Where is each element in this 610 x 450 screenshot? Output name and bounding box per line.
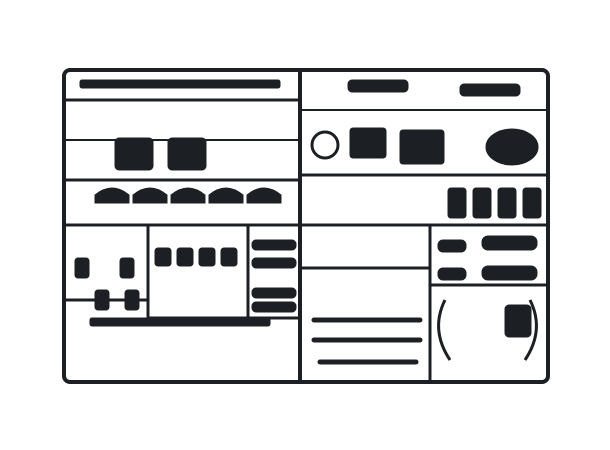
leaf-spring-part (251, 257, 297, 269)
battery-part (472, 187, 492, 219)
fuel-tank-part (167, 137, 207, 171)
seat-part (485, 128, 539, 166)
hub-part (119, 257, 135, 279)
link-rod-part (311, 317, 423, 323)
fender-part (208, 187, 244, 204)
block-part (349, 127, 387, 159)
sprue-frame (62, 68, 550, 384)
hub-part (124, 289, 140, 311)
steering-wheel-part (310, 130, 340, 160)
fender-part (132, 187, 168, 204)
chassis-rail-part (89, 317, 271, 327)
link-rod-part (311, 337, 423, 343)
spring-part (220, 247, 238, 267)
air-tank-part (437, 267, 467, 281)
air-tank-part (481, 265, 538, 281)
block-part (399, 129, 445, 165)
spring-part (198, 247, 216, 267)
axle-part (459, 83, 521, 97)
fender-part (170, 187, 206, 204)
air-tank-part (481, 235, 538, 251)
frame-bracket-part (437, 299, 452, 361)
fender-part (246, 187, 282, 204)
chassis-rail-part (79, 79, 281, 89)
battery-part (522, 187, 542, 219)
leaf-spring-part (251, 287, 297, 299)
fender-part (94, 187, 130, 204)
axle-part (347, 79, 409, 93)
hub-part (74, 257, 90, 279)
battery-part (497, 187, 517, 219)
fuel-tank-part (114, 137, 154, 171)
hub-part (94, 289, 110, 311)
spring-part (154, 247, 172, 267)
bracket-part (504, 304, 532, 338)
air-tank-part (437, 239, 467, 253)
frame-bracket-part (523, 299, 538, 361)
link-rod-part (317, 359, 419, 365)
sprue-parts (74, 79, 542, 365)
battery-part (447, 187, 467, 219)
leaf-spring-part (251, 239, 297, 251)
leaf-spring-part (251, 301, 297, 313)
spring-part (176, 247, 194, 267)
